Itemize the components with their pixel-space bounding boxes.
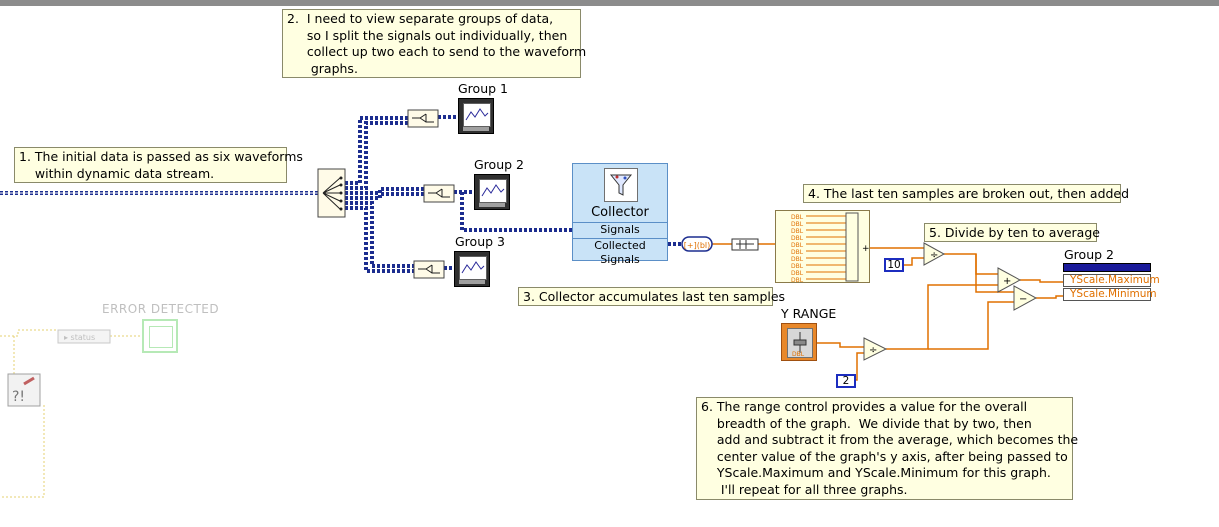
svg-text:DBL: DBL xyxy=(791,242,804,249)
collector-icon xyxy=(604,168,638,202)
yscale-property-node[interactable]: YScale.Maximum YScale.Minimum xyxy=(1063,263,1160,303)
collector-signals-terminal[interactable]: Signals xyxy=(573,222,667,238)
error-detected-indicator xyxy=(142,319,178,353)
property-node-label: Group 2 xyxy=(1064,247,1114,262)
svg-text:▸ status: ▸ status xyxy=(64,333,95,342)
yscale-maximum-property[interactable]: YScale.Maximum xyxy=(1063,274,1160,287)
chart-screen-icon xyxy=(459,256,487,280)
error-detected-label: ERROR DETECTED xyxy=(102,302,220,316)
split-signals-icon xyxy=(317,168,346,218)
group3-label: Group 3 xyxy=(455,234,505,249)
constant-two[interactable]: 2 xyxy=(836,374,856,388)
svg-text:[+](bl): [+](bl) xyxy=(684,241,711,250)
y-range-control[interactable]: DBL xyxy=(781,323,817,361)
svg-text:DBL: DBL xyxy=(791,263,804,270)
svg-text:+: + xyxy=(1003,276,1011,287)
svg-text:DBL: DBL xyxy=(791,214,804,221)
chart-bar-icon xyxy=(479,203,505,207)
error-ghost-wires xyxy=(0,329,142,498)
wire-group3-split xyxy=(345,201,414,268)
svg-text:DBL: DBL xyxy=(791,270,804,277)
chart-screen-icon xyxy=(479,179,507,203)
comment-note-1: 1. The initial data is passed as six wav… xyxy=(14,147,303,183)
chart-screen-icon xyxy=(463,103,491,127)
wire-group1-split-b xyxy=(345,121,408,190)
comment-note-2: 2. I need to view separate groups of dat… xyxy=(282,9,586,78)
subtract-icon: − xyxy=(1013,285,1038,311)
comment-note-6: 6. The range control provides a value fo… xyxy=(696,397,1078,500)
svg-text:?!: ?! xyxy=(12,389,25,405)
waveform-chart-icon-group3[interactable] xyxy=(454,251,490,287)
window-top-bar xyxy=(0,0,1219,6)
svg-text:÷: ÷ xyxy=(930,250,938,261)
wire-group1-split xyxy=(345,116,408,185)
merge-node-2 xyxy=(423,184,455,203)
collector-title: Collector xyxy=(591,205,649,220)
collector-express-vi[interactable]: Collector Signals Collected Signals xyxy=(572,163,668,266)
svg-text:DBL: DBL xyxy=(791,249,804,256)
divide-icon-2: ÷ xyxy=(863,337,888,361)
merge-signals-icons xyxy=(407,109,455,279)
group1-label: Group 1 xyxy=(458,81,508,96)
svg-text:DBL: DBL xyxy=(791,228,804,235)
merge-node-1 xyxy=(407,109,439,128)
svg-text:DBL: DBL xyxy=(791,277,804,284)
add-symbol: + xyxy=(862,244,870,254)
y-range-label: Y RANGE xyxy=(781,306,837,321)
index-array-icon xyxy=(731,238,759,251)
chart-bar-icon xyxy=(463,127,489,131)
property-node-header xyxy=(1063,263,1151,272)
convert-from-dynamic-icon: [+](bl) xyxy=(681,236,713,252)
waveform-chart-icon-group1[interactable] xyxy=(458,98,494,134)
collector-collected-signals-terminal[interactable]: Collected Signals xyxy=(573,238,667,266)
constant-ten[interactable]: 10 xyxy=(884,258,904,272)
slide-control-icon: DBL xyxy=(787,328,813,358)
svg-text:−: − xyxy=(1019,294,1027,305)
chart-bar-icon xyxy=(459,280,485,284)
svg-text:DBL: DBL xyxy=(791,256,804,263)
svg-text:DBL: DBL xyxy=(791,235,804,242)
wire-to-collector xyxy=(460,192,572,232)
error-led-icon xyxy=(149,326,173,348)
waveform-chart-icon-group2[interactable] xyxy=(474,174,510,210)
wire-group3-split-b xyxy=(345,206,414,273)
svg-text:DBL: DBL xyxy=(792,351,805,357)
wire-group2-split-b xyxy=(345,192,424,200)
divide-icon-1: ÷ xyxy=(923,242,946,266)
comment-note-4: 4. The last ten samples are broken out, … xyxy=(803,184,1129,203)
add-icon: + xyxy=(997,267,1022,293)
yscale-minimum-property[interactable]: YScale.Minimum xyxy=(1063,288,1157,301)
svg-text:÷: ÷ xyxy=(869,345,877,356)
merge-node-3 xyxy=(413,260,445,279)
ghost-unbundle-icon: ▸ status xyxy=(57,329,111,344)
error-handler-icon: ?! xyxy=(7,373,41,407)
svg-text:DBL: DBL xyxy=(791,221,804,228)
group2-label: Group 2 xyxy=(474,157,524,172)
comment-note-3: 3. Collector accumulates last ten sample… xyxy=(518,287,785,306)
wire-group2-split xyxy=(345,187,424,195)
comment-note-5: 5. Divide by ten to average xyxy=(924,223,1100,242)
